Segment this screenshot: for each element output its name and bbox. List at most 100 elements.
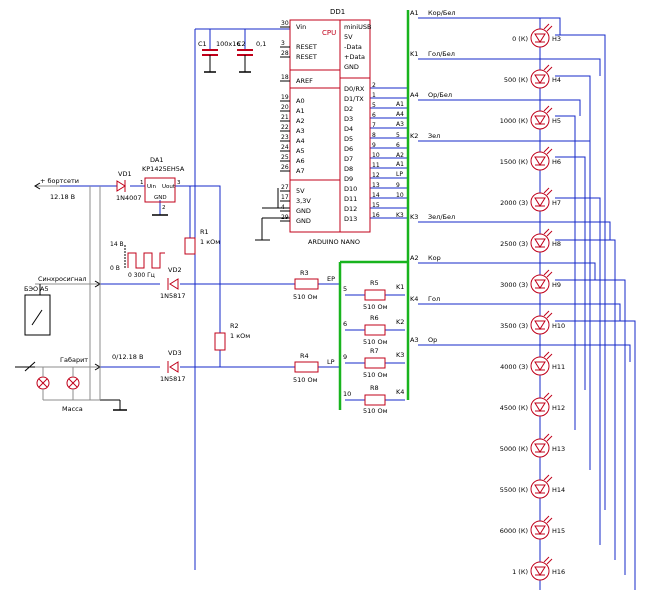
capacitor-c1: C1 100x16: [198, 40, 241, 73]
mcu-net-label: 10: [396, 192, 404, 199]
mcu-net-label: 6: [396, 142, 400, 149]
led-label: 500 (К): [504, 76, 528, 84]
mcu-left-pin-number: 17: [281, 194, 289, 201]
r1-value: 1 кОм: [200, 238, 220, 246]
mcu-ref: DD1: [330, 8, 345, 16]
led-ray: [543, 310, 550, 317]
led-indicator: 4000 (З)H11: [500, 351, 565, 376]
mcu-left-pin-number: 24: [281, 144, 289, 151]
res-left-label: 9: [343, 353, 347, 361]
res-left-label: 5: [343, 285, 347, 293]
resistor-r5: R5 510 Ом: [363, 279, 388, 311]
led-triangle: [534, 115, 546, 125]
mcu-left-pin-name: AREF: [296, 77, 313, 85]
led-ray: [546, 66, 553, 73]
regulator-num-out: 3: [177, 180, 181, 186]
wiring: [60, 17, 636, 590]
mcu-left-pin-name: A0: [296, 97, 305, 105]
r4-value: 510 Ом: [293, 376, 318, 384]
onboard-label: + бортсети: [40, 177, 79, 185]
led-body: [530, 479, 550, 499]
led-triangle: [534, 361, 546, 371]
mcu-left-pin-name: 5V: [296, 187, 305, 195]
r5-value: 510 Ом: [363, 303, 388, 311]
resistor-r2: R2 1 кОм: [214, 322, 250, 351]
led-body: [530, 28, 550, 48]
regulator-ref: DA1: [150, 156, 163, 164]
bus-lines: [338, 10, 410, 410]
led-label: 6000 (К): [500, 527, 528, 535]
bus-label: K3: [410, 213, 418, 221]
mcu-right-pin-name: D13: [344, 215, 357, 223]
mcu-pin-stubs: [255, 188, 290, 241]
led-ray: [543, 392, 550, 399]
led-indicator: 1 (К)H16: [512, 556, 565, 581]
regulator-da1: DA1 KP1425EH5A Uin Uout GND 1 3 2: [140, 156, 185, 216]
vd3-part: 1N5817: [160, 375, 186, 383]
led-indicator: 3000 (З)H9: [500, 269, 561, 294]
c1-value: 100x16: [216, 40, 241, 48]
mcu-net-label: A4: [396, 111, 404, 118]
mcu-left-pin-number: 23: [281, 134, 289, 141]
mcu-left-pin-name: A1: [296, 107, 305, 115]
mcu-right-pin-number: 12: [372, 172, 380, 179]
mcu-right-pin-number: 8: [372, 132, 376, 139]
r3-value: 510 Ом: [293, 293, 318, 301]
led-label: 4000 (З): [500, 363, 528, 371]
r7-value: 510 Ом: [363, 371, 388, 379]
mcu-usb-pin-name: +Data: [344, 53, 365, 61]
regulator-num-in: 1: [140, 180, 144, 186]
mcu-right-pin-number: 5: [372, 102, 376, 109]
led-body: [530, 397, 550, 417]
led-indicator: 2500 (З)H8: [500, 228, 561, 253]
ground-label: Масса: [62, 405, 83, 413]
diode-vd1: VD1 1N4007: [116, 170, 142, 202]
bus-label: A2: [410, 254, 419, 262]
led-indicator: 5500 (К)H14: [500, 474, 565, 499]
led-body: [530, 520, 550, 540]
led-ray: [546, 25, 553, 32]
vd1-part: 1N4007: [116, 194, 142, 202]
r4-ref: R4: [300, 352, 309, 360]
led-indicator: 6000 (К)H15: [500, 515, 565, 540]
led-triangle: [534, 33, 546, 43]
mcu-usb-pin-name: -Data: [344, 43, 362, 51]
marker-lamp-2: [66, 376, 80, 390]
mcu-left-pin-number: 27: [281, 184, 289, 191]
mcu-left-pin-number: 26: [281, 164, 289, 171]
led-ray: [546, 476, 553, 483]
led-label: 1500 (К): [500, 158, 528, 166]
led-ref: H7: [552, 199, 561, 207]
res-right-label: K3: [396, 351, 404, 359]
regulator-part: KP1425EH5A: [142, 165, 185, 173]
led-body: [530, 192, 550, 212]
pulse-high: 14 В: [110, 241, 124, 248]
led-ray: [543, 269, 550, 276]
led-indicator: 0 (К)H3: [512, 23, 561, 48]
led-triangle: [534, 525, 546, 535]
onboard-voltage: 12.18 В: [50, 193, 75, 201]
mcu-net-label: A3: [396, 121, 404, 128]
led-ref: H5: [552, 117, 561, 125]
led-indicator: 1000 (К)H5: [500, 105, 561, 130]
mcu-left-pin-number: 3: [281, 40, 285, 47]
led-label: 0 (К): [512, 35, 528, 43]
bus-label: A3: [410, 336, 419, 344]
mcu-net-label: A2: [396, 152, 404, 159]
mcu-left-pin-name: A6: [296, 157, 305, 165]
led-ray: [543, 228, 550, 235]
left-inputs: + бортсети 12.18 В Синхросигнал 14 В 0 В…: [15, 177, 165, 413]
mcu-right-pin-number: 2: [372, 82, 376, 89]
led-ray: [546, 353, 553, 360]
mcu-net-label: LP: [396, 171, 403, 178]
led-ref: H6: [552, 158, 561, 166]
mcu-right-pin-number: 6: [372, 112, 376, 119]
mcu-left-pin-name: A3: [296, 127, 305, 135]
led-label: 1 (К): [512, 568, 528, 576]
beo-ref: БЭО: [24, 285, 38, 293]
mcu-net-label: 5: [396, 132, 400, 139]
mcu-net-label: K3: [396, 212, 404, 219]
